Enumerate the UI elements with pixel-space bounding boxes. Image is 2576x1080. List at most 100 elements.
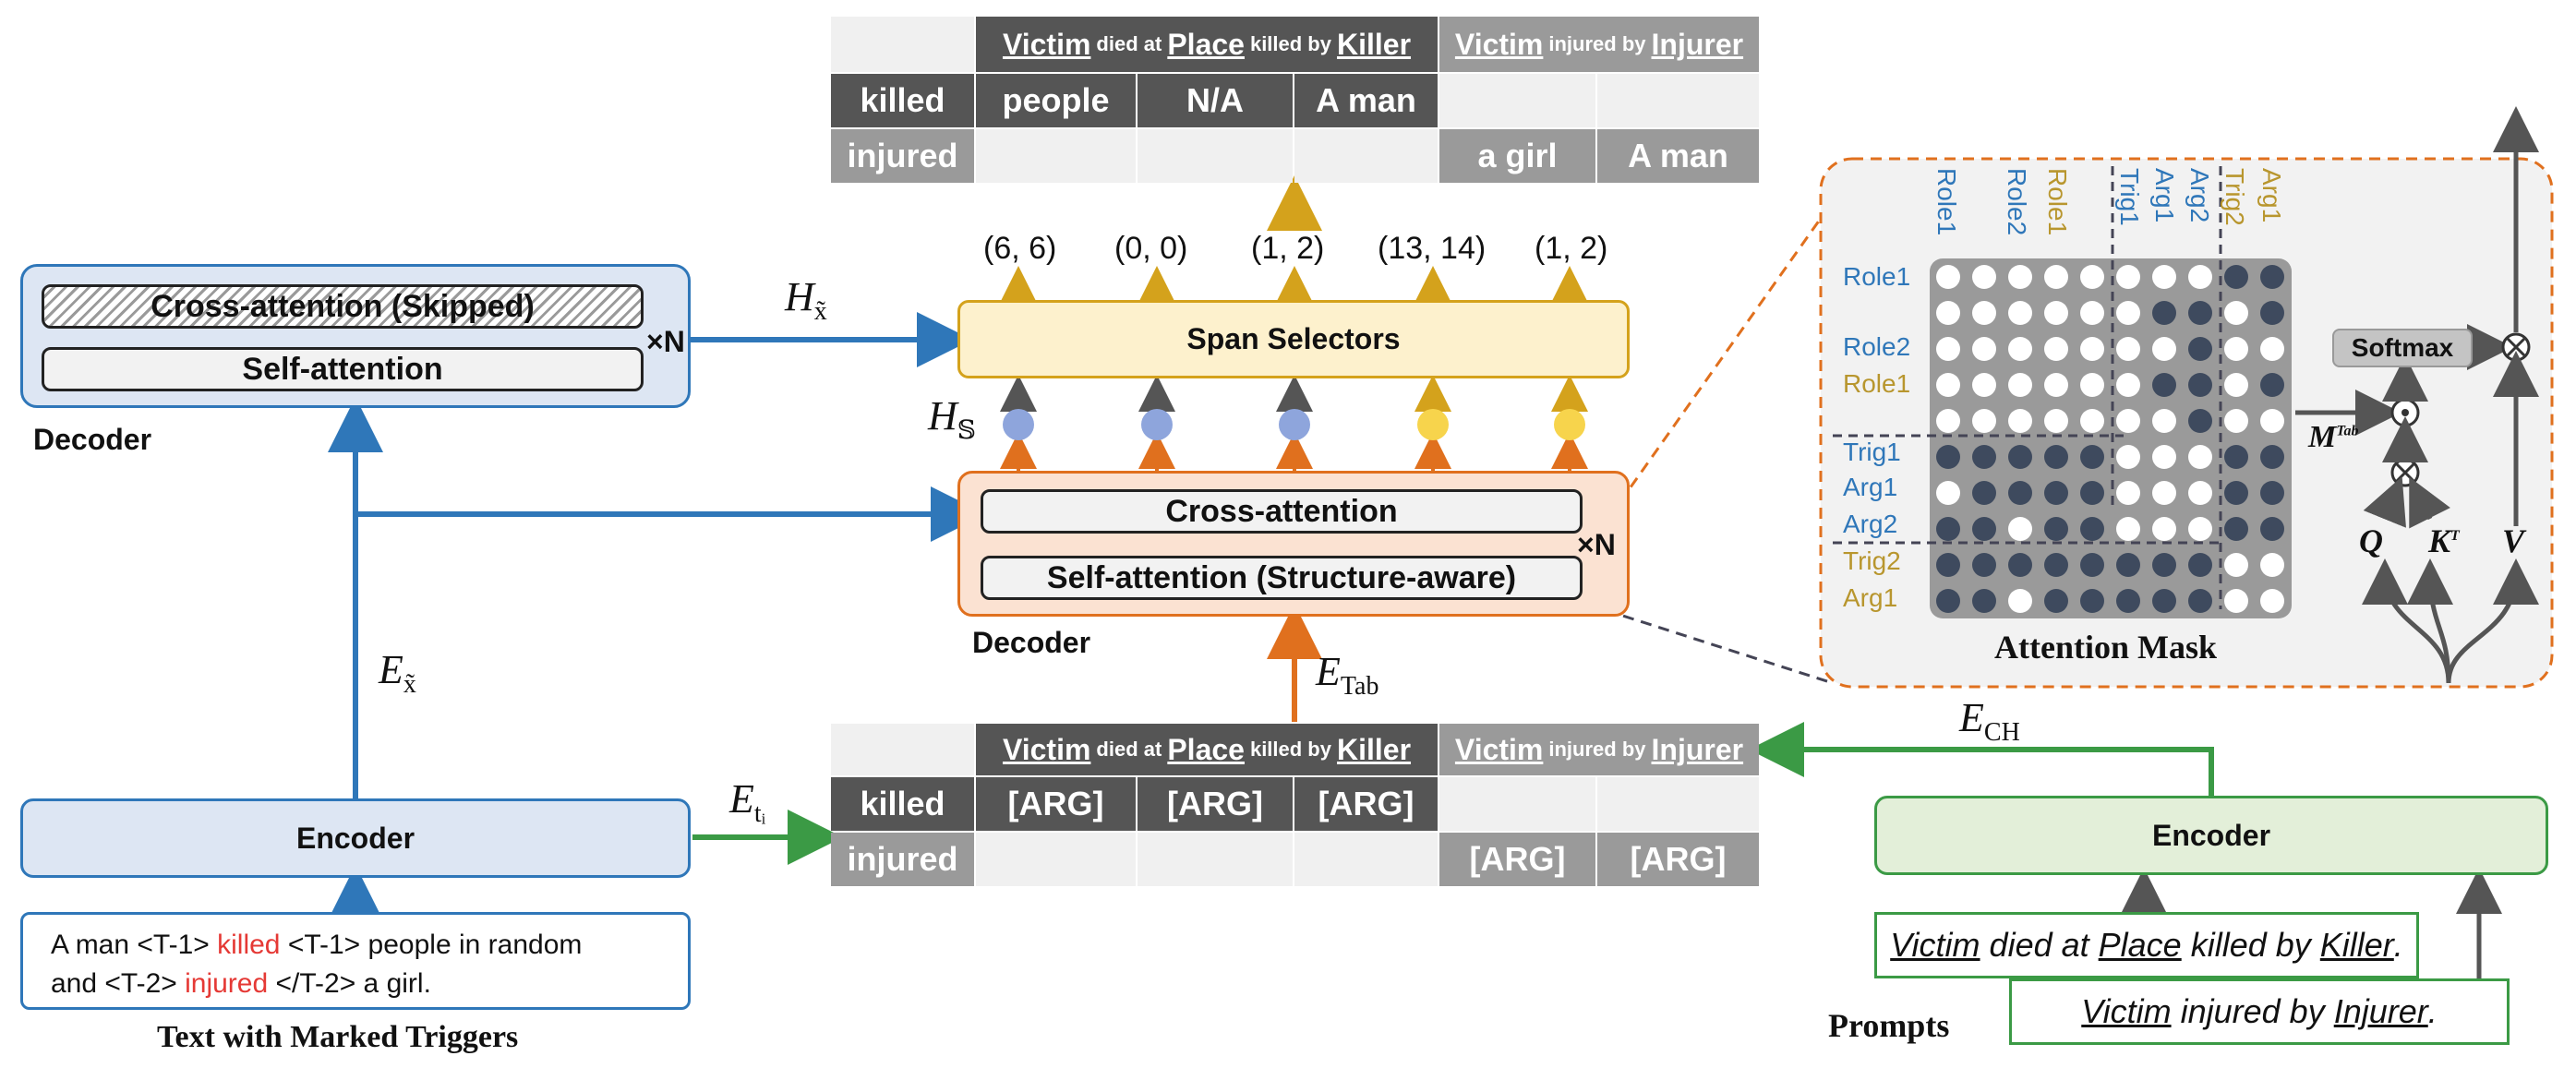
text-segment: and <T-2> <box>51 968 186 999</box>
trigger-injured: injured <box>185 968 269 999</box>
h-x-main: H <box>785 274 814 319</box>
mask-dot <box>2260 553 2284 577</box>
mask-dot <box>2116 589 2140 613</box>
mask-dot <box>2080 481 2104 505</box>
mask-dot <box>2080 517 2104 541</box>
left-decoder-label: Decoder <box>33 423 152 456</box>
hdr-word: injured by <box>1548 738 1646 761</box>
mask-dot <box>1972 265 1996 289</box>
mask-dot <box>2188 265 2212 289</box>
hdr-word: Killer <box>1337 732 1412 766</box>
mask-dot <box>2260 301 2284 325</box>
bottom-table-cell-r2-c1: injured <box>831 833 974 886</box>
bottom-table-cell-r1-c3: [ARG] <box>1138 777 1293 831</box>
bottom-table-cell-r2-c2 <box>976 833 1136 886</box>
mask-dot <box>2224 589 2248 613</box>
mask-dot <box>2260 373 2284 397</box>
m-tab-main: M <box>2308 420 2337 454</box>
hdr-word: Victim <box>1002 732 1091 766</box>
mask-dot <box>1936 301 1960 325</box>
mask-dot <box>2008 481 2032 505</box>
mask-dot <box>2260 265 2284 289</box>
mask-dot <box>2152 301 2176 325</box>
top-table-cell-r1-c6 <box>1597 74 1759 127</box>
trigger-killed: killed <box>217 930 281 960</box>
bottom-table-cell-r1-c6 <box>1597 777 1759 831</box>
middle-cross-attention: Cross-attention <box>981 489 1583 534</box>
softmax-block: Softmax <box>2332 329 2473 367</box>
top-table-cell-r1-c1: killed <box>831 74 974 127</box>
tuple-2: (0, 0) <box>1114 231 1188 266</box>
middle-self-attention: Self-attention (Structure-aware) <box>981 556 1583 600</box>
mask-dot <box>2188 337 2212 361</box>
mask-dot <box>2044 481 2068 505</box>
mask-col-label-2: Role2 <box>2003 168 2031 236</box>
mask-dot <box>2044 265 2068 289</box>
mask-dot <box>2260 337 2284 361</box>
top-table-cell-r2-c6: A man <box>1597 129 1759 183</box>
mask-dot <box>2044 337 2068 361</box>
mask-dot <box>2116 301 2140 325</box>
mask-dot <box>1972 481 1996 505</box>
table-corner <box>831 724 974 775</box>
mask-dot <box>2116 445 2140 469</box>
e-ti-sub: tᵢ <box>753 798 766 828</box>
mask-dot <box>2152 265 2176 289</box>
mask-dot <box>1972 589 1996 613</box>
prompt-encoder-to-table-arrow <box>1749 722 2214 796</box>
mask-dot <box>2044 589 2068 613</box>
top-table-cell-r1-c3: N/A <box>1138 74 1293 127</box>
mask-col-label-7: Trig2 <box>2221 168 2249 226</box>
prompt-word: died at <box>1980 926 2099 964</box>
e-tab-label: ETab <box>1316 648 1378 702</box>
decoder-to-hs-arrows <box>1000 432 1588 471</box>
mask-dot <box>2044 409 2068 433</box>
prompt-encoder: Encoder <box>1874 796 2548 875</box>
mask-dot <box>2188 445 2212 469</box>
e-x-main: E <box>379 647 403 692</box>
hdr-word: injured by <box>1548 32 1646 55</box>
mask-dot <box>2188 517 2212 541</box>
h-s-sub: 𝕊 <box>957 415 977 445</box>
mask-row-label-4: Trig1 <box>1843 438 1901 466</box>
h-s-main: H <box>928 393 957 438</box>
mask-dot <box>2224 517 2248 541</box>
mask-dot <box>1936 337 1960 361</box>
mask-dot <box>2008 301 2032 325</box>
mask-dot <box>1936 589 1960 613</box>
tuple-3: (1, 2) <box>1251 231 1325 266</box>
mask-row-label-2: Role2 <box>1843 332 1911 361</box>
prompt-word: Victim <box>2081 992 2172 1030</box>
mask-dot <box>2116 409 2140 433</box>
tuple-4: (13, 14) <box>1378 231 1487 266</box>
left-encoder-label: Encoder <box>295 821 415 855</box>
mask-dot <box>2008 409 2032 433</box>
mask-dot <box>2188 373 2212 397</box>
span-selectors: Span Selectors <box>957 300 1630 378</box>
mask-row-label-3: Role1 <box>1843 369 1911 398</box>
mask-col-label-6: Arg2 <box>2185 168 2214 223</box>
left-times-n: ×N <box>646 325 685 358</box>
hdr-word: Injurer <box>1651 732 1744 766</box>
mask-dot <box>1972 553 1996 577</box>
top-table-cell-r1-c4: A man <box>1294 74 1438 127</box>
mask-dot <box>2080 553 2104 577</box>
hdr-word: Place <box>1167 732 1245 766</box>
mask-dot <box>2260 589 2284 613</box>
k-label: KT <box>2428 522 2460 560</box>
mask-dot <box>2152 445 2176 469</box>
mask-dot <box>2188 481 2212 505</box>
prompt-word: injured by <box>2171 992 2334 1030</box>
middle-cross-attention-label: Cross-attention <box>1165 493 1398 529</box>
prompt-word: . <box>2427 992 2438 1030</box>
top-table-cell-r2-c4 <box>1294 129 1438 183</box>
mask-dot <box>2224 265 2248 289</box>
middle-times-n: ×N <box>1577 528 1616 561</box>
mask-dot <box>1936 373 1960 397</box>
cross-attention-skipped: Cross-attention (Skipped) <box>42 284 644 329</box>
prompt-1: Victim died at Place killed by Killer. <box>1874 912 2419 978</box>
mask-dot <box>1972 409 1996 433</box>
hs-node-3 <box>1279 409 1310 440</box>
hdr-word: died at <box>1096 738 1162 761</box>
